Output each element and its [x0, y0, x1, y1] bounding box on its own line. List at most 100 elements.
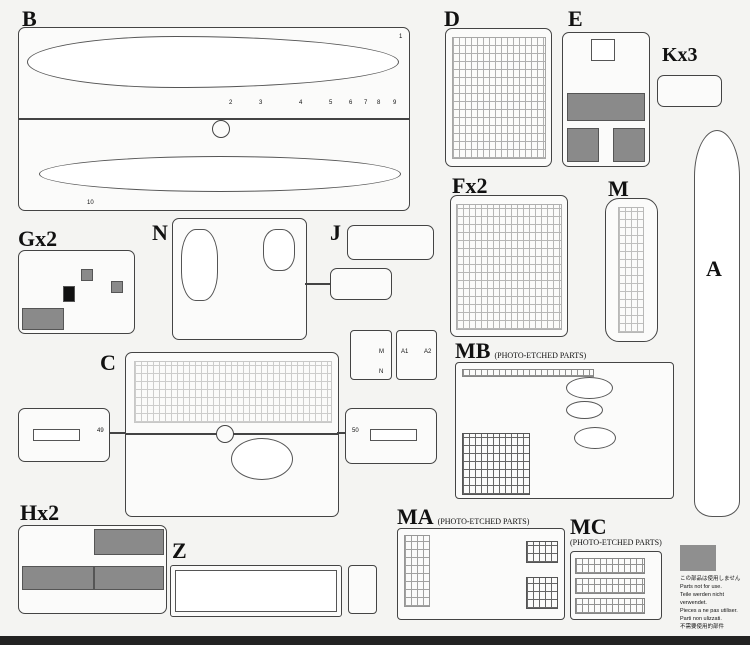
note-line: Parti non ulizzati. [680, 616, 722, 622]
part-number: 10 [87, 200, 94, 206]
sprue-n [172, 218, 307, 340]
clear-part [175, 570, 337, 612]
sprue-label-m: M [608, 176, 629, 201]
part [575, 598, 645, 614]
unused-part [22, 566, 94, 590]
not-for-use-notes: この部品は使用しません Parts not for use. Teile wer… [680, 575, 750, 631]
pe-subtitle: (PHOTO-ETCHED PARTS) [437, 517, 530, 526]
part-number: 7 [364, 100, 368, 106]
sprue-label-e: E [568, 6, 583, 31]
unused-part [22, 308, 64, 330]
unused-part [567, 93, 645, 121]
grating-parts [462, 433, 530, 495]
part-number: N [379, 369, 384, 375]
pe-fret-mb [455, 362, 674, 499]
part [231, 438, 293, 480]
part-number: 49 [97, 428, 104, 434]
part-number: M [379, 349, 384, 355]
sprue-label-b: B [22, 6, 37, 31]
unused-part [567, 128, 599, 162]
part-number: 9 [393, 100, 397, 106]
pe-label-ma: MA(PHOTO-ETCHED PARTS) [397, 506, 529, 528]
part-number: 4 [299, 100, 303, 106]
part [591, 39, 615, 61]
small-parts [456, 204, 562, 330]
sprue-h [18, 525, 167, 614]
part [33, 429, 80, 441]
sprue-label-z: Z [172, 538, 187, 563]
sprue-label-c: C [100, 350, 116, 375]
sprue-label-n: N [152, 220, 168, 245]
pe-label-mc: MC(PHOTO-ETCHED PARTS) [570, 514, 662, 548]
runner [19, 118, 409, 120]
sprue-gate-ring [212, 120, 230, 138]
unused-part [81, 269, 93, 281]
sprue-label-k: Kx3 [662, 44, 698, 66]
note-line: Pieces a ne pas utiliser. [680, 608, 738, 614]
sprue-small-2: A1 A2 [396, 330, 437, 380]
pe-subtitle: (PHOTO-ETCHED PARTS) [494, 351, 587, 360]
part-number: 8 [377, 100, 381, 106]
part [263, 229, 295, 271]
part [181, 229, 218, 301]
part-number: A2 [424, 349, 432, 355]
runner [337, 432, 345, 434]
pe-label-mc-text: MC [570, 514, 607, 539]
small-parts [134, 361, 332, 423]
part [404, 535, 430, 607]
sprue-c-left: 49 [18, 408, 110, 462]
pe-fret-mc [570, 551, 662, 620]
part-number: 1 [399, 34, 403, 40]
part-number: 2 [229, 100, 233, 106]
pe-label-mb: MB(PHOTO-ETCHED PARTS) [455, 340, 586, 362]
part-number: A1 [401, 349, 409, 355]
sprue-label-a: A [706, 256, 722, 281]
sprue-z-small [348, 565, 377, 614]
hull-part-a [694, 130, 740, 517]
sprue-label-g: Gx2 [18, 226, 58, 251]
sprue-label-d: D [444, 6, 460, 31]
part [575, 558, 645, 574]
grating-part [526, 541, 558, 563]
unused-part [613, 128, 645, 162]
sprue-k [657, 75, 722, 107]
sprue-m [605, 198, 658, 342]
note-line: この部品は使用しません [680, 576, 741, 582]
not-for-use-swatch [680, 545, 716, 571]
sprue-c [125, 352, 339, 517]
part-number: 3 [259, 100, 263, 106]
sprue-gate-ring [216, 425, 234, 443]
small-parts [452, 37, 546, 159]
part-number: 5 [329, 100, 333, 106]
part-number: 6 [349, 100, 353, 106]
small-parts [618, 207, 644, 333]
part [575, 578, 645, 594]
part [63, 286, 75, 302]
note-line: Teile werden nicht verwendet. [680, 592, 725, 606]
part [566, 401, 603, 419]
sprue-label-f: Fx2 [452, 173, 488, 198]
unused-part [94, 529, 164, 555]
pe-label-ma-text: MA [397, 504, 434, 529]
pe-label-mb-text: MB [455, 338, 491, 363]
sprue-z [170, 565, 342, 617]
sprue-n-extension [330, 268, 392, 300]
sprue-label-j: J [330, 220, 341, 245]
part-number: 50 [352, 428, 359, 434]
pe-fret-ma [397, 528, 565, 620]
part [574, 427, 616, 449]
sprue-g [18, 250, 135, 334]
bottom-border [0, 636, 750, 645]
hull-bottom-part [39, 156, 401, 192]
part [566, 377, 613, 399]
note-line: 不需要使用的部件 [680, 624, 725, 630]
sprue-f [450, 195, 568, 337]
sprue-j [347, 225, 434, 260]
note-line: Parts not for use. [680, 584, 722, 590]
sprue-b: 1 2 3 4 5 6 7 8 9 10 [18, 27, 410, 211]
grating-part [526, 577, 558, 609]
sprue-c-right: 50 [345, 408, 437, 464]
unused-part [111, 281, 123, 293]
deck-part [27, 36, 399, 88]
